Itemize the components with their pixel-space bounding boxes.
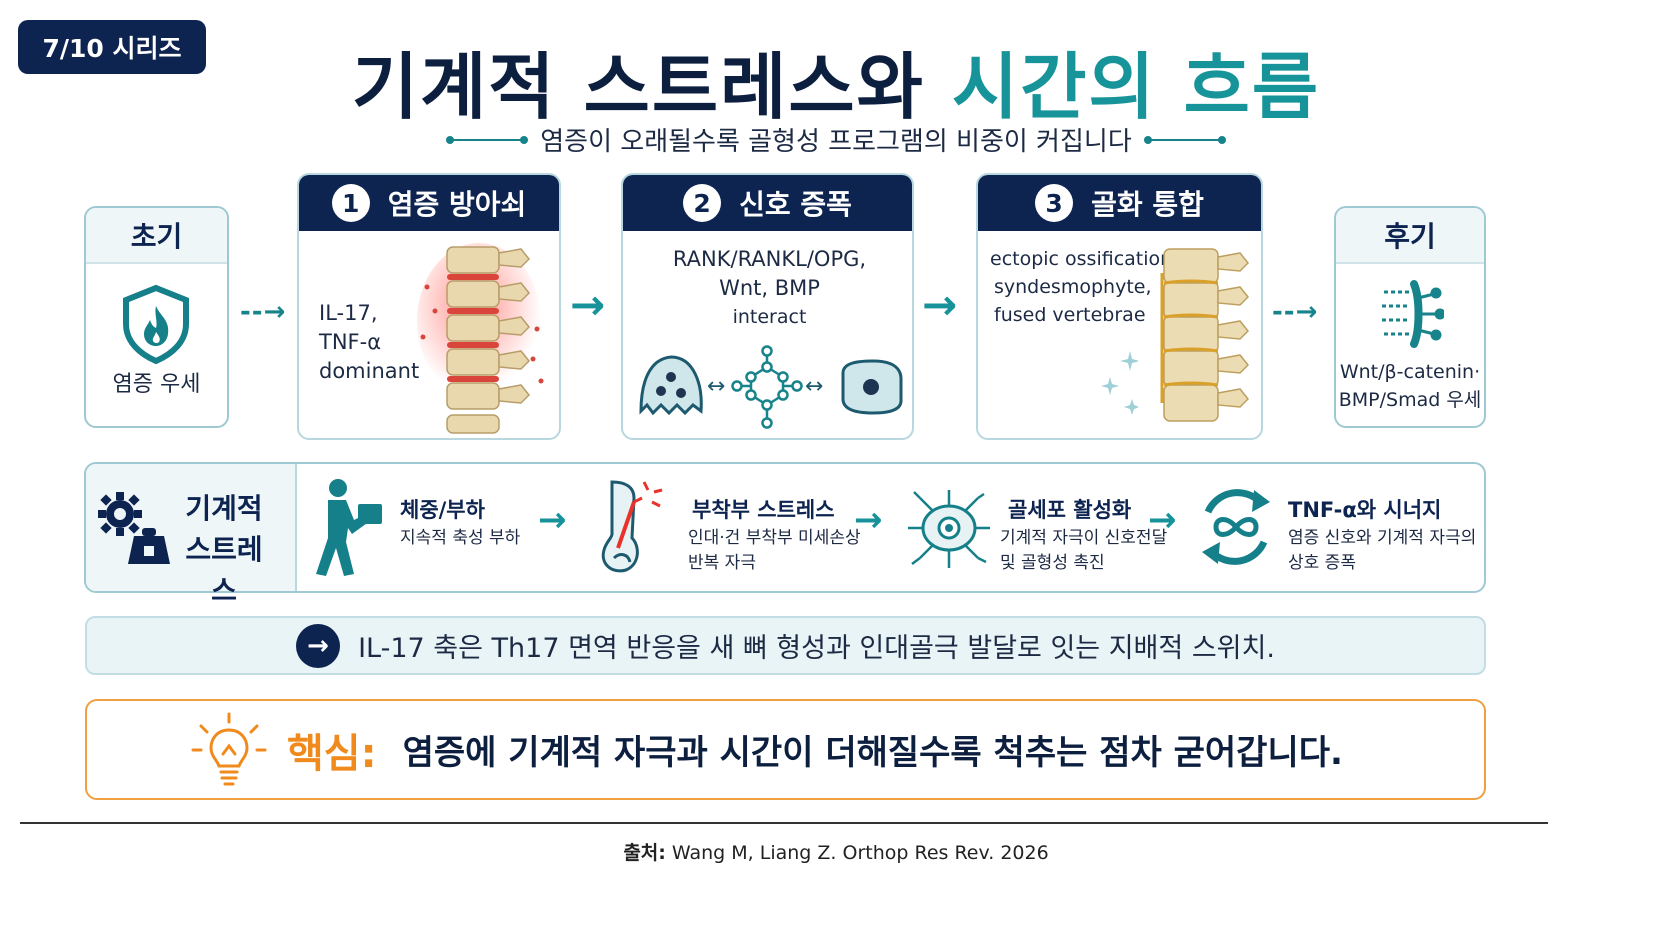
core-label: 핵심:: [287, 730, 377, 777]
tendon-bone-icon: [601, 480, 663, 573]
stage-1-card: 1 염증 방아쇠 IL-17, TNF-α dominant: [297, 173, 561, 440]
early-text: 염증 우세: [112, 372, 201, 397]
sparkle-icon: [1101, 351, 1138, 415]
osteocyte-icon: [908, 490, 990, 568]
stage-3-title: 골화 통합: [1091, 188, 1204, 221]
svg-text:↔: ↔: [805, 374, 823, 399]
arrow-right-icon: →: [538, 500, 567, 540]
source-label: 출처:: [623, 842, 666, 864]
late-text: Wnt/β-catenin· BMP/Smad 우세: [1336, 358, 1484, 414]
subtitle-row: 염증이 오래될수록 골형성 프로그램의 비중이 커집니다: [0, 121, 1672, 158]
source-text: Wang M, Liang Z. Orthop Res Rev. 2026: [665, 842, 1049, 864]
cell-icon: [841, 359, 903, 415]
stage-2-header: 2 신호 증폭: [623, 175, 912, 231]
shield-flame-icon: [123, 284, 189, 364]
stage-1-line: IL-17,: [319, 301, 378, 325]
arrow-right-icon: →: [854, 500, 883, 540]
mech-item-3-desc: 기계적 자극이 신호전달 및 골형성 촉진: [1000, 526, 1167, 576]
late-text-line: Wnt/β-catenin·: [1339, 361, 1481, 383]
late-label: 후기: [1336, 208, 1484, 264]
stage-3-header: 3 골화 통합: [978, 175, 1261, 231]
il17-switch-banner: → IL-17 축은 Th17 면역 반응을 새 뼈 형성과 인대골극 발달로 …: [85, 616, 1486, 675]
mech-item-2-desc: 인대·건 부착부 미세손상 반복 자극: [688, 526, 861, 576]
core-message-box: 핵심: 염증에 기계적 자극과 시간이 더해질수록 척추는 점차 굳어갑니다.: [85, 699, 1486, 800]
stage-1-number: 1: [331, 184, 370, 222]
mechanical-stress-panel: 기계적 스트레스 체중/부하 지속적 축성 부하 → 부착부 스트레스 인대·건…: [84, 462, 1486, 607]
mechanical-title-line: 기계적: [185, 492, 263, 525]
lightbulb-icon: [191, 712, 267, 785]
stage-2-line: Wnt, BMP: [719, 276, 820, 300]
stage-3-text: ectopic ossification, syndesmophyte, fus…: [990, 245, 1178, 329]
title-accent: 시간의 흐름: [951, 45, 1321, 129]
early-label: 초기: [86, 208, 227, 264]
mech-item-2-title: 부착부 스트레스: [692, 498, 835, 522]
page-title: 기계적 스트레스와 시간의 흐름: [0, 28, 1672, 133]
stage-2-line: RANK/RANKL/OPG,: [672, 247, 867, 271]
stage-1-line: dominant: [319, 359, 420, 383]
mech-item-2-desc-line: 인대·건 부착부 미세손상: [688, 528, 861, 548]
early-box: 초기 염증 우세: [84, 206, 229, 428]
signal-receptor-icon: [1382, 280, 1444, 348]
title-main: 기계적 스트레스와: [351, 45, 952, 129]
source-citation: 출처: Wang M, Liang Z. Orthop Res Rev. 202…: [0, 838, 1672, 865]
stage-3-line: fused vertebrae: [994, 304, 1146, 326]
stage-3-line: ectopic ossification,: [990, 248, 1179, 270]
late-box: 후기 Wnt/β-catenin· BMP/Smad 우세: [1334, 206, 1486, 428]
stage-1-line: TNF-α: [319, 330, 382, 354]
arrow-right-icon: →: [570, 280, 606, 329]
subtitle-line-left: [446, 135, 529, 144]
stage-3-number: 3: [1035, 184, 1074, 222]
mech-item-4-desc-line: 상호 증폭: [1288, 553, 1356, 573]
series-badge: 7/10 시리즈: [18, 20, 206, 74]
stage-2-text: RANK/RANKL/OPG, Wnt, BMP interact: [623, 245, 912, 332]
stage-3-line: syndesmophyte,: [994, 276, 1152, 298]
stage-2-card: 2 신호 증폭 RANK/RANKL/OPG, Wnt, BMP interac…: [621, 173, 914, 440]
arrow-right-icon: →: [1148, 500, 1177, 540]
footer-divider: [20, 822, 1548, 824]
mechanical-stress-header: 기계적 스트레스: [86, 464, 297, 607]
late-text-line: BMP/Smad 우세: [1338, 389, 1482, 411]
mech-item-3-title: 골세포 활성화: [1008, 498, 1132, 522]
core-text: 염증에 기계적 자극과 시간이 더해질수록 척추는 점차 굳어갑니다.: [402, 733, 1343, 773]
switch-text: IL-17 축은 Th17 면역 반응을 새 뼈 형성과 인대골극 발달로 잇는…: [358, 633, 1275, 664]
stage-1-title: 염증 방아쇠: [387, 188, 527, 221]
mechanical-title-line: 스트레스: [185, 533, 263, 607]
stage-3-card: 3 골화 통합 ectopic ossification, syndesmoph…: [976, 173, 1263, 440]
mech-item-3-desc-line: 및 골형성 촉진: [1000, 553, 1105, 573]
stage-2-number: 2: [683, 184, 722, 222]
fused-spine-icon: [1160, 248, 1250, 422]
svg-text:↔: ↔: [707, 374, 725, 399]
stage-1-header: 1 염증 방아쇠: [299, 175, 559, 231]
mech-item-3-desc-line: 기계적 자극이 신호전달: [1000, 528, 1168, 548]
dashed-arrow-icon: --→: [240, 297, 287, 327]
stage-2-title: 신호 증폭: [739, 188, 852, 221]
mech-item-1-desc: 지속적 축성 부하: [400, 528, 521, 548]
person-carrying-icon: [316, 479, 382, 576]
cycle-infinity-icon: [1202, 489, 1270, 565]
molecule-network-icon: ↔ ↔: [639, 345, 903, 429]
stage-2-line: interact: [732, 306, 807, 328]
mech-item-4-desc-line: 염증 신호와 기계적 자극의: [1288, 528, 1477, 548]
arrow-right-icon: →: [296, 623, 341, 668]
spine-inflamed-icon: [417, 243, 544, 434]
mech-item-4-title: TNF-α와 시너지: [1288, 498, 1442, 522]
cell-icon: [639, 355, 703, 416]
subtitle: 염증이 오래될수록 골형성 프로그램의 비중이 커집니다: [540, 127, 1132, 157]
mech-item-1-title: 체중/부하: [400, 498, 485, 522]
mechanical-stress-title: 기계적 스트레스: [174, 488, 274, 611]
mech-item-4-desc: 염증 신호와 기계적 자극의 상호 증폭: [1288, 526, 1476, 576]
subtitle-line-right: [1143, 135, 1226, 144]
mech-item-2-desc-line: 반복 자극: [688, 553, 756, 573]
dashed-arrow-icon: --→: [1272, 297, 1319, 327]
stage-1-text: IL-17, TNF-α dominant: [319, 299, 419, 386]
arrow-right-icon: →: [922, 280, 958, 329]
gear-weight-icon: [98, 492, 170, 564]
